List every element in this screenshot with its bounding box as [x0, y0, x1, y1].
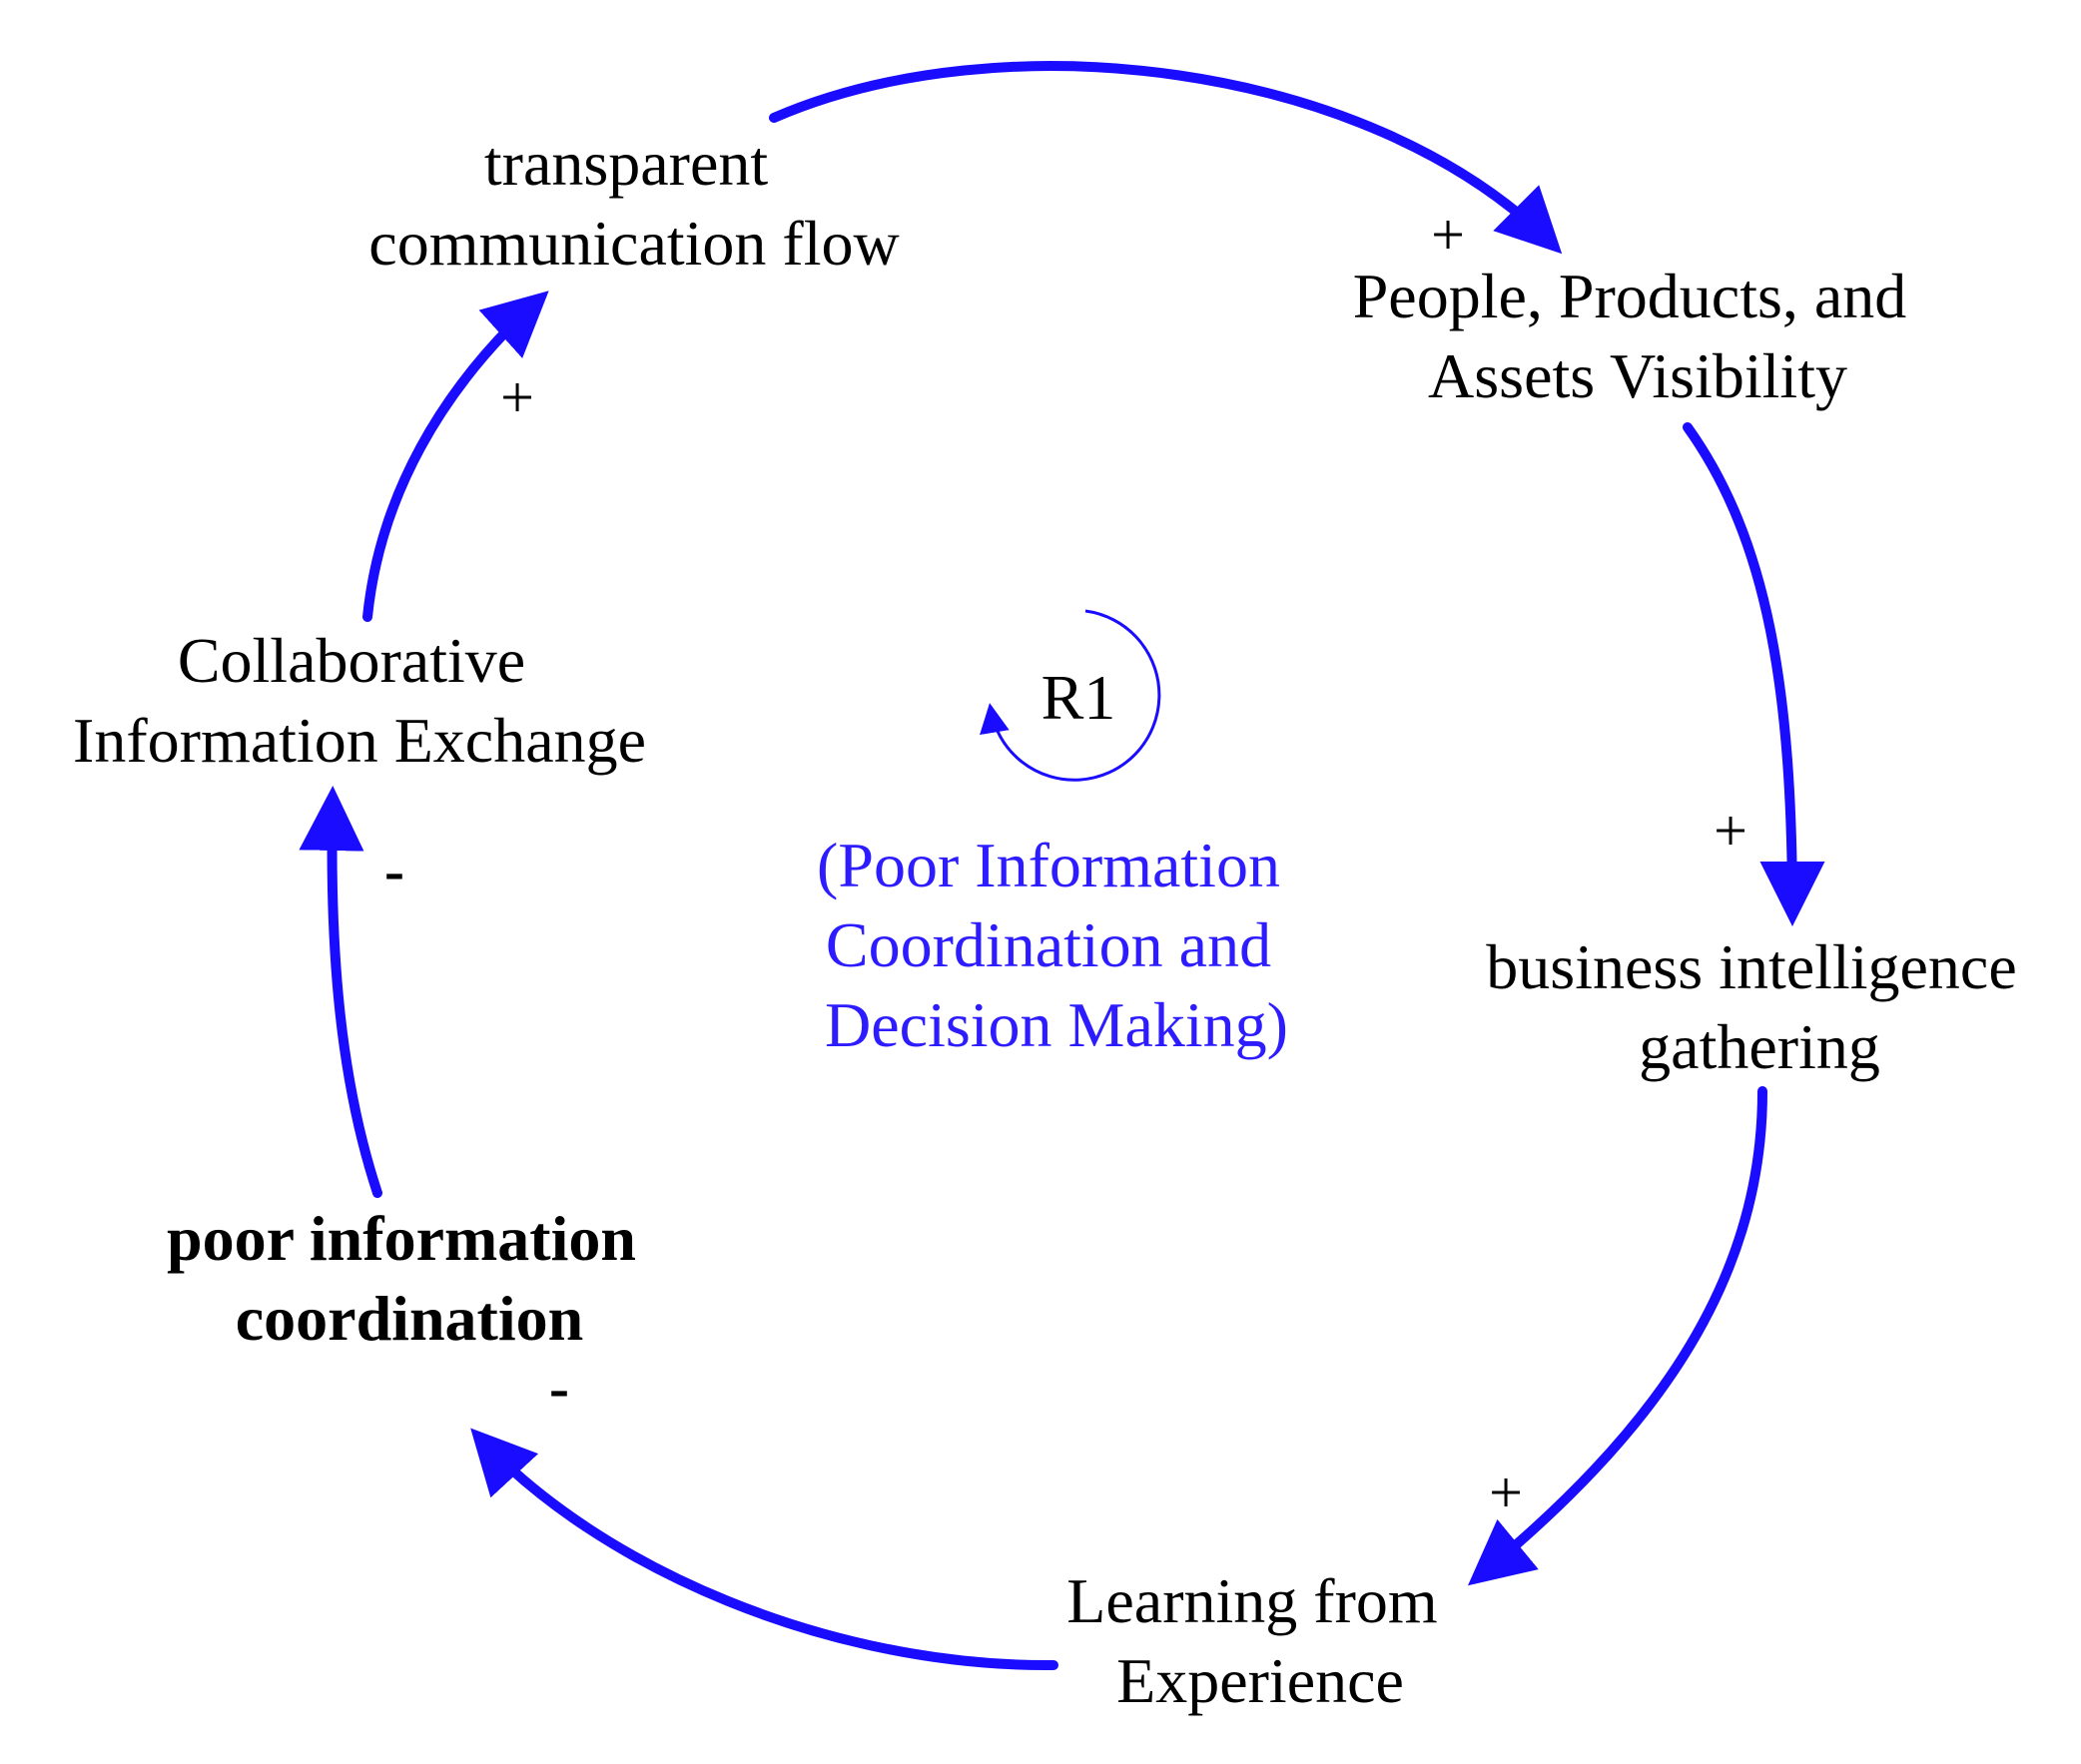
link-learning-to-coordination [470, 1428, 1058, 1671]
node-line: communication flow [368, 208, 899, 279]
polarity-intelligence-to-learning: + [1489, 1460, 1523, 1525]
node-line: Learning from [1066, 1565, 1437, 1636]
polarity-visibility-to-intelligence: + [1714, 798, 1747, 864]
node-line: poor information [167, 1203, 636, 1274]
loop-name-line: (Poor Information [817, 830, 1280, 900]
link-communication-to-visibility [769, 61, 1563, 255]
link-exchange-to-communication [362, 291, 549, 622]
polarity-coordination-to-exchange: - [384, 838, 404, 903]
node-line: gathering [1639, 1011, 1880, 1082]
link-coordination-to-exchange [299, 786, 382, 1198]
polarity-communication-to-visibility: + [1431, 202, 1465, 268]
node-line: Information Exchange [73, 705, 646, 776]
link-intelligence-to-learning [1467, 1086, 1767, 1586]
loop-name-line: Decision Making) [825, 989, 1288, 1060]
polarity-exchange-to-communication: + [500, 364, 534, 430]
loop-name-line: Coordination and [826, 909, 1271, 980]
loop-name: (Poor Information Coordination and Decis… [817, 830, 1296, 1060]
node-assets-visibility: People, Products, and Assets Visibility [1353, 261, 1923, 411]
node-line: Experience [1116, 1645, 1404, 1716]
node-line: Collaborative [178, 625, 525, 696]
link-visibility-to-intelligence [1683, 422, 1825, 926]
node-line: coordination [236, 1283, 583, 1354]
node-poor-information-coordination: poor information coordination [167, 1203, 652, 1354]
node-line: Assets Visibility [1428, 340, 1847, 411]
loop-direction-arc [980, 609, 1161, 782]
node-line: business intelligence [1486, 931, 2016, 1002]
node-business-intelligence-gathering: business intelligence gathering [1486, 931, 2032, 1082]
node-transparent-communication-flow: transparent communication flow [368, 128, 899, 279]
node-line: People, Products, and [1353, 261, 1907, 331]
node-line: transparent [484, 128, 769, 199]
node-learning-from-experience: Learning from Experience [1066, 1565, 1453, 1716]
loop-label: R1 [1041, 662, 1116, 733]
polarity-learning-to-coordination: - [549, 1355, 569, 1421]
node-collaborative-information-exchange: Collaborative Information Exchange [73, 625, 646, 776]
